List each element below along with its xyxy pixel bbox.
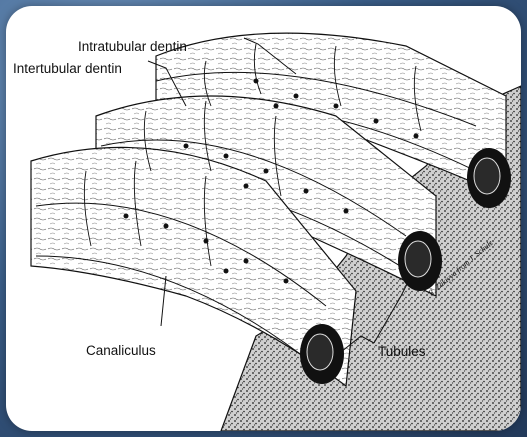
- illustration-card: R. Zakiyya from J. Schulz Intratubular d…: [6, 6, 521, 431]
- label-intertubular-dentin: Intertubular dentin: [13, 62, 122, 76]
- label-canaliculus: Canaliculus: [86, 344, 156, 358]
- label-intratubular-dentin: Intratubular dentin: [78, 40, 187, 54]
- label-tubules: Tubules: [378, 345, 426, 359]
